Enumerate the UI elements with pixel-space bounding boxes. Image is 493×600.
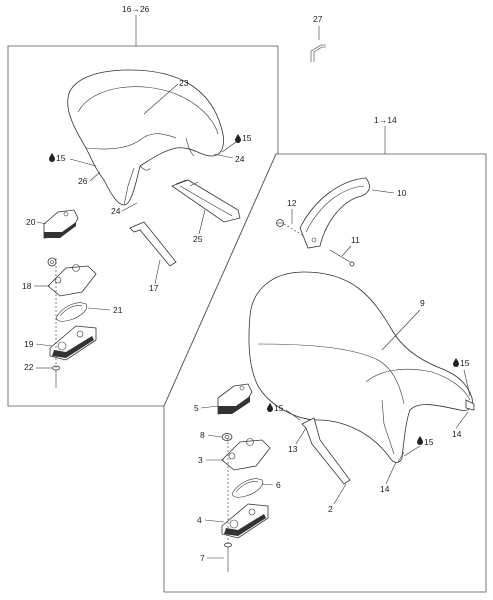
callout-3: 3 xyxy=(198,455,203,465)
droplet-icon xyxy=(453,358,459,367)
callout-9: 9 xyxy=(420,298,425,308)
gasket-part xyxy=(55,302,88,322)
callout-23: 23 xyxy=(179,78,189,88)
lower-bolt-part xyxy=(224,542,232,572)
group-frame-lower xyxy=(163,153,487,593)
screw-part xyxy=(276,219,284,227)
callout-20: 20 xyxy=(26,217,36,227)
callout-18: 18 xyxy=(22,281,32,291)
callout-14b: 14 xyxy=(380,484,390,494)
droplet-icon xyxy=(235,134,241,143)
callout-14a: 14 xyxy=(452,429,462,439)
callout-27: 27 xyxy=(313,14,323,24)
callout-4: 4 xyxy=(197,515,202,525)
callout-17: 17 xyxy=(149,283,159,293)
callout-24b: 24 xyxy=(111,206,121,216)
callout-15e: 15 xyxy=(424,437,434,447)
main-seat xyxy=(248,271,475,463)
lower-seat-base-part xyxy=(221,503,269,539)
callout-15c: 15 xyxy=(460,358,470,368)
seat-base-part xyxy=(49,325,97,361)
grab-handle xyxy=(299,177,370,249)
callout-13: 13 xyxy=(288,444,298,454)
droplet-icon xyxy=(267,403,273,412)
lower-rod-part xyxy=(301,417,351,485)
callout-7: 7 xyxy=(200,553,205,563)
droplet-icon xyxy=(417,436,423,445)
bolt-part xyxy=(52,365,60,388)
callout-10: 10 xyxy=(397,188,407,198)
latch-part xyxy=(43,209,79,239)
callout-2: 2 xyxy=(328,504,333,514)
callout-12: 12 xyxy=(287,198,297,208)
lower-latch-part xyxy=(217,383,253,415)
rod-part xyxy=(129,221,177,267)
callout-15b: 15 xyxy=(56,153,66,163)
group-label-lower: 1→14 xyxy=(374,115,397,125)
droplet-icon xyxy=(49,153,55,162)
callout-21: 21 xyxy=(113,305,123,315)
bracket-icon xyxy=(310,44,326,62)
callout-15a: 15 xyxy=(242,133,252,143)
washer-part xyxy=(221,433,233,441)
lower-gasket-part xyxy=(231,478,264,498)
group-label-upper: 16→26 xyxy=(122,4,150,14)
callout-15d: 15 xyxy=(274,403,284,413)
passenger-seat xyxy=(67,69,224,206)
handle-bolt-part xyxy=(329,249,355,267)
callout-25: 25 xyxy=(193,234,203,244)
callout-24a: 24 xyxy=(235,154,245,164)
callout-5: 5 xyxy=(194,403,199,413)
callout-6: 6 xyxy=(276,480,281,490)
callout-19: 19 xyxy=(24,339,34,349)
callout-11: 11 xyxy=(351,235,360,245)
strap-part xyxy=(171,179,241,223)
callout-8: 8 xyxy=(200,430,205,440)
lower-seat-bracket-part xyxy=(221,438,271,471)
callout-22: 22 xyxy=(24,362,34,372)
callout-26: 26 xyxy=(78,176,88,186)
seat-bracket-part xyxy=(47,257,97,297)
